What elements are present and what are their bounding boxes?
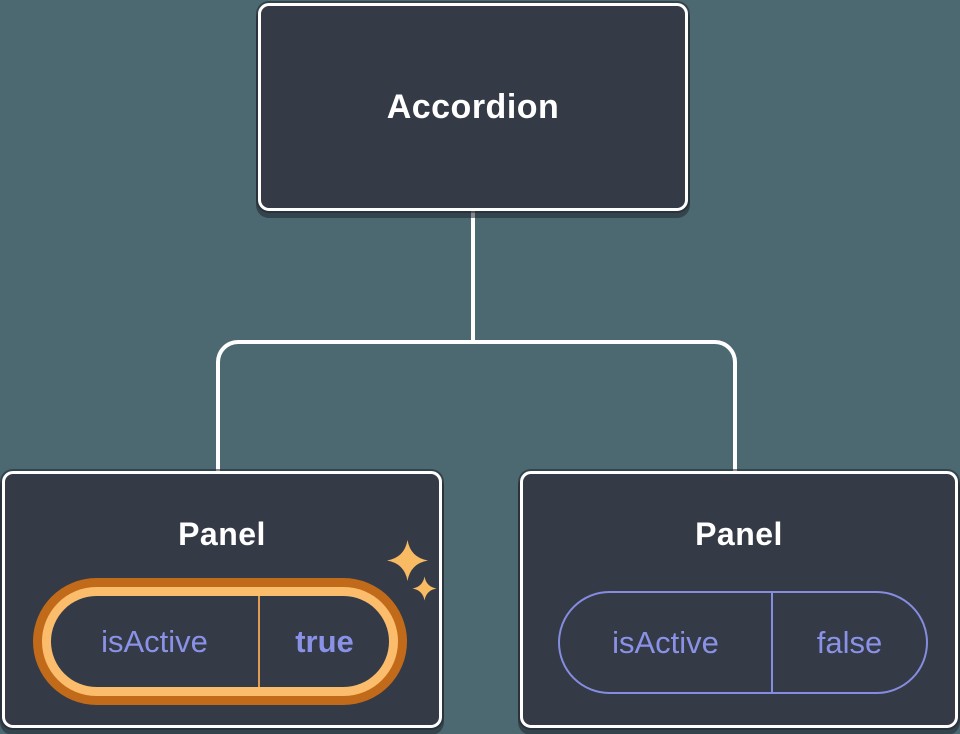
state-name-cell: isActive	[51, 596, 258, 687]
panel-label: Panel	[178, 516, 266, 552]
panel-node-active: Panel isActive true	[2, 471, 442, 728]
state-pill-inactive: isActive false	[558, 591, 928, 694]
state-pill-active: isActive true	[33, 578, 407, 705]
panel-node-inactive: Panel isActive false	[520, 471, 958, 728]
state-pill-active-body: isActive true	[51, 596, 389, 687]
state-value-cell: false	[773, 593, 926, 692]
sparkle-small	[412, 576, 437, 601]
state-value: true	[295, 623, 354, 659]
pill-divider	[771, 593, 773, 692]
connector-root-stem	[471, 210, 475, 342]
state-value: false	[816, 624, 883, 660]
state-name: isActive	[101, 623, 208, 659]
accordion-label: Accordion	[386, 87, 560, 126]
panel-label: Panel	[695, 516, 783, 552]
state-name: isActive	[612, 624, 719, 660]
sparkle-large	[387, 540, 428, 581]
sparkles-icon	[387, 540, 437, 601]
state-value-cell: true	[260, 596, 389, 687]
state-name-cell: isActive	[560, 593, 771, 692]
state-pill-active-ring: isActive true	[42, 587, 398, 696]
accordion-node: Accordion	[258, 3, 688, 211]
connector-branches	[216, 340, 737, 472]
pill-divider	[258, 596, 260, 687]
